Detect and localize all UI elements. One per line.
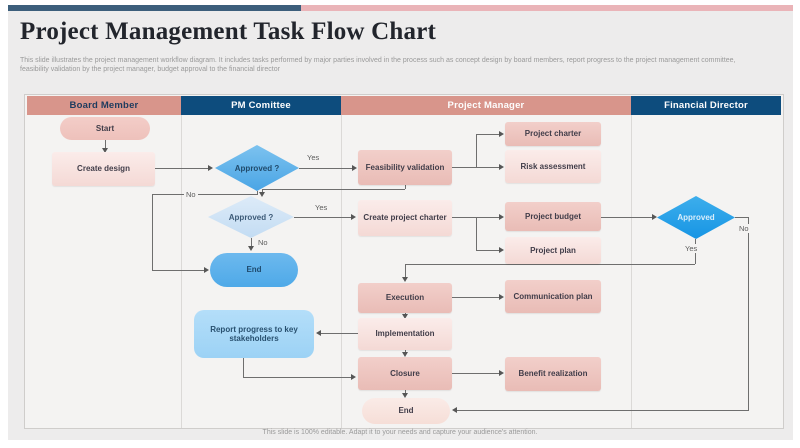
connector-no3-into-end [456,410,749,411]
node-risk-assessment: Risk assessment [505,150,601,183]
arrowhead [316,330,321,336]
connector-approved1-yes [299,168,354,169]
node-project-budget: Project budget [505,202,601,231]
arrowhead [499,247,504,253]
flow-label-no1: No [184,190,198,199]
node-benefit-realization: Benefit realization [505,357,601,391]
flow-label-yes1: Yes [305,153,322,162]
connector-approved2-yes [294,217,352,218]
slide-footer-note: This slide is 100% editable. Adapt it to… [262,429,538,436]
top-accent-bar [8,5,793,11]
connector-report-down [243,358,244,377]
connector-no1-into-end [152,270,205,271]
flow-label-no2: No [256,238,270,247]
connector-implementation-closure [405,350,406,353]
slide-description: This slide illustrates the project manag… [20,56,785,74]
connector-to-projectplan [476,250,500,251]
arrowhead [402,352,408,357]
connector-closure-end [405,390,406,395]
arrowhead [499,294,504,300]
arrowhead [248,246,254,251]
node-feasibility-validation: Feasibility validation [358,150,452,185]
lane-header-board-member: Board Member [27,96,181,115]
arrowhead [402,393,408,398]
arrowhead [402,314,408,319]
lane-header-financial-director: Financial Director [631,96,781,115]
node-report-progress: Report progress to key stakeholders [194,310,314,358]
connector-approved1-no [152,194,257,195]
node-project-charter: Project charter [505,122,601,146]
connector-into-approved2 [262,189,263,193]
node-communication-plan: Communication plan [505,280,601,313]
node-create-design: Create design [52,152,155,186]
connector-feasibility-out [452,167,476,168]
arrowhead [499,131,504,137]
flow-label-yes3: Yes [683,244,700,253]
arrowhead [259,192,265,197]
connector-feasibility-down [405,185,406,189]
connector-to-projectcharter [476,134,500,135]
node-end-pm: End [210,253,298,287]
slide-description-line2: feasibility validation by the project ma… [20,66,280,73]
lane-separator-1 [181,115,182,428]
connector-yes3-left [405,264,695,265]
node-execution: Execution [358,283,452,313]
connector-no3-down [748,217,749,410]
connector-approved1-down [257,191,258,195]
flow-label-yes2: Yes [313,203,330,212]
arrowhead [402,277,408,282]
connector-approved3-no [735,217,749,218]
arrowhead [452,407,457,413]
node-project-plan: Project plan [505,237,601,264]
flow-label-no3: No [737,224,751,233]
connector-start-createdesign [105,140,106,150]
lane-separator-2 [341,115,342,428]
arrowhead [652,214,657,220]
connector-execution-comm [452,297,500,298]
connector-feasibility-return [262,189,405,190]
connector-createdesign-approved1 [155,168,209,169]
connector-approved2-no [251,238,252,249]
arrowhead [208,165,213,171]
slide-description-line1: This slide illustrates the project manag… [20,57,736,64]
arrowhead [499,370,504,376]
top-accent-bar-blue [8,5,301,11]
arrowhead [102,148,108,153]
connector-into-execution [405,264,406,279]
arrowhead [499,164,504,170]
connector-closure-benefit [452,373,500,374]
arrowhead [351,214,356,220]
lane-header-pm-committee: PM Comittee [181,96,341,115]
connector-branch-down [476,217,477,250]
lane-header-project-manager: Project Manager [341,96,631,115]
page-title: Project Management Task Flow Chart [20,18,437,45]
connector-no1-wrap-down [152,194,153,270]
arrowhead [499,214,504,220]
connector-branch-up [476,134,477,167]
node-closure: Closure [358,357,452,390]
arrowhead [351,374,356,380]
node-implementation: Implementation [358,318,452,350]
connector-report-closure [243,377,351,378]
arrowhead [204,267,209,273]
node-end-bottom: End [362,398,450,424]
connector-implementation-report [321,333,358,334]
connector-budget-approved3 [601,217,653,218]
lane-separator-3 [631,115,632,428]
arrowhead [352,165,357,171]
connector-to-risk [476,167,500,168]
node-start: Start [60,117,150,140]
node-create-project-charter: Create project charter [358,200,452,236]
